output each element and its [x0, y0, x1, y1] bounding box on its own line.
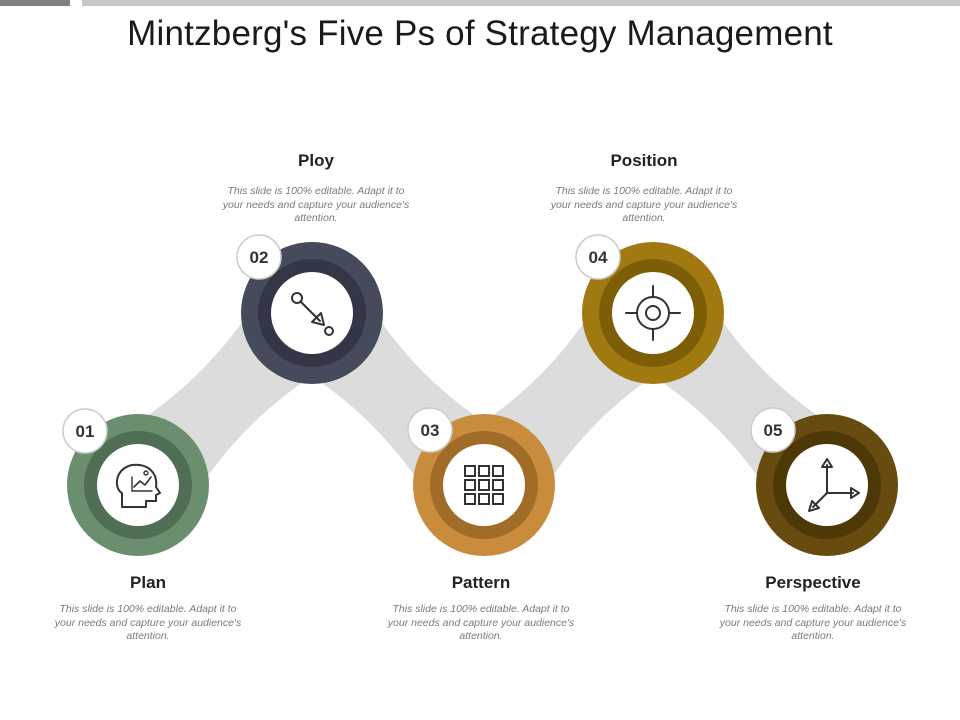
crosshair-icon	[625, 285, 681, 341]
page-title: Mintzberg's Five Ps of Strategy Manageme…	[127, 14, 833, 53]
step-icon-disc	[443, 444, 525, 526]
step-number-position: 04	[589, 248, 608, 267]
step-title-ploy: Ploy	[298, 151, 334, 170]
step-desc-ploy: This slide is 100% editable. Adapt it to…	[222, 185, 410, 224]
head-growth-icon	[115, 463, 161, 508]
step-number-badge: 05	[750, 407, 796, 453]
step-node-position: 04	[575, 234, 724, 384]
step-number-badge: 02	[236, 234, 282, 280]
step-node-ploy: 02	[236, 234, 383, 384]
step-number-badge: 03	[407, 407, 453, 453]
top-bar-dark-segment	[0, 0, 70, 6]
step-title-perspective: Perspective	[765, 573, 861, 592]
step-icon-disc	[612, 272, 694, 354]
step-icon-disc	[97, 444, 179, 526]
step-number-badge: 04	[575, 234, 621, 280]
step-node-perspective: 05	[750, 407, 898, 556]
grid-pattern-icon	[464, 465, 504, 505]
step-number-pattern: 03	[421, 421, 440, 440]
step-desc-pattern: This slide is 100% editable. Adapt it to…	[387, 603, 575, 642]
step-number-plan: 01	[76, 422, 95, 441]
axes-arrows-icon	[808, 458, 860, 512]
step-node-plan: 01	[62, 408, 209, 556]
step-number-badge: 01	[62, 408, 108, 454]
step-circles: 01 02 03 04 05	[62, 234, 898, 556]
step-number-perspective: 05	[764, 421, 783, 440]
step-number-ploy: 02	[250, 248, 269, 267]
top-bar-light-segment	[82, 0, 960, 6]
step-desc-position: This slide is 100% editable. Adapt it to…	[550, 185, 738, 224]
step-desc-perspective: This slide is 100% editable. Adapt it to…	[719, 603, 907, 642]
target-arrow-icon	[291, 292, 334, 336]
step-title-plan: Plan	[130, 573, 166, 592]
top-accent-bar	[0, 0, 960, 6]
step-node-pattern: 03	[407, 407, 555, 556]
step-title-position: Position	[610, 151, 678, 170]
step-desc-plan: This slide is 100% editable. Adapt it to…	[54, 603, 242, 642]
step-title-pattern: Pattern	[451, 573, 511, 592]
